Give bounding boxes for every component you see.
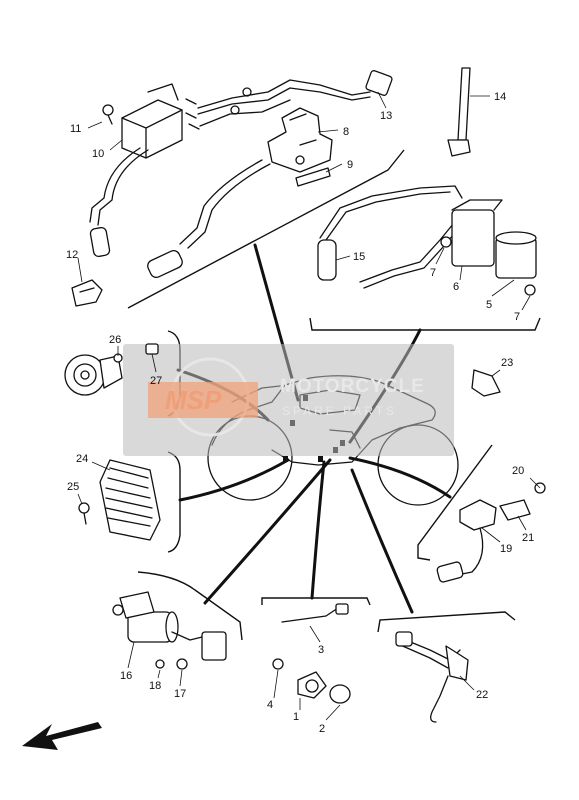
callout-labels: 1 2 3 4 5 6 7 7 8 9 10 11 12 13 14 15 16…	[66, 91, 534, 735]
group-bracket-starter	[137, 571, 243, 641]
neutral-switch-part	[272, 603, 351, 704]
callout-22: 22	[476, 689, 488, 701]
callout-25: 25	[67, 481, 79, 493]
wire-clamp-part	[71, 279, 103, 307]
group-bracket-regulator	[167, 451, 181, 553]
callout-26: 26	[109, 334, 121, 346]
callout-2: 2	[319, 723, 325, 735]
callout-20: 20	[512, 465, 524, 477]
callout-19: 19	[500, 543, 512, 555]
group-bracket-sidestand	[377, 611, 516, 633]
callout-leaders	[77, 91, 541, 721]
callout-8: 8	[343, 126, 349, 138]
watermark-subtitle: SPARE PARTS	[282, 404, 397, 418]
callout-1: 1	[293, 711, 299, 723]
rectifier-regulator-part	[78, 459, 161, 541]
callout-18: 18	[149, 680, 161, 692]
watermark: MSP MOTORCYCLE SPARE PARTS	[123, 344, 454, 456]
callout-17: 17	[174, 688, 186, 700]
callout-24: 24	[76, 453, 88, 465]
callout-15: 15	[353, 251, 365, 263]
ignition-coil-left	[89, 83, 183, 258]
callout-7b: 7	[514, 311, 520, 323]
coil-bracket-center	[147, 107, 333, 279]
callout-10: 10	[92, 148, 104, 160]
callout-9: 9	[347, 159, 353, 171]
direction-arrow-icon	[22, 722, 102, 750]
callout-21: 21	[522, 532, 534, 544]
callout-16: 16	[120, 670, 132, 682]
group-bracket-neutral	[261, 597, 371, 606]
watermark-title: MOTORCYCLE	[280, 376, 425, 397]
starter-relay-part	[112, 591, 227, 670]
group-bracket-pickup	[417, 444, 493, 561]
horn-part	[64, 343, 159, 396]
callout-3: 3	[318, 644, 324, 656]
callout-7a: 7	[430, 267, 436, 279]
callout-12: 12	[66, 249, 78, 261]
group-bracket-ignition-coils	[127, 149, 405, 309]
callout-11: 11	[70, 123, 81, 135]
callout-14: 14	[494, 91, 506, 103]
pickup-coil-part	[436, 369, 546, 583]
sidestand-switch-part	[395, 631, 469, 723]
callout-6: 6	[453, 281, 459, 293]
callout-13: 13	[380, 110, 392, 122]
watermark-logo: MSP	[165, 385, 222, 415]
callout-27: 27	[150, 375, 162, 387]
group-bracket-right-coils	[309, 317, 541, 331]
callout-5: 5	[486, 299, 492, 311]
callout-23: 23	[501, 357, 513, 369]
ignition-coils-right	[317, 185, 537, 296]
wire-harness-part	[185, 70, 393, 130]
cable-tie-part	[447, 67, 471, 157]
callout-4: 4	[267, 699, 273, 711]
